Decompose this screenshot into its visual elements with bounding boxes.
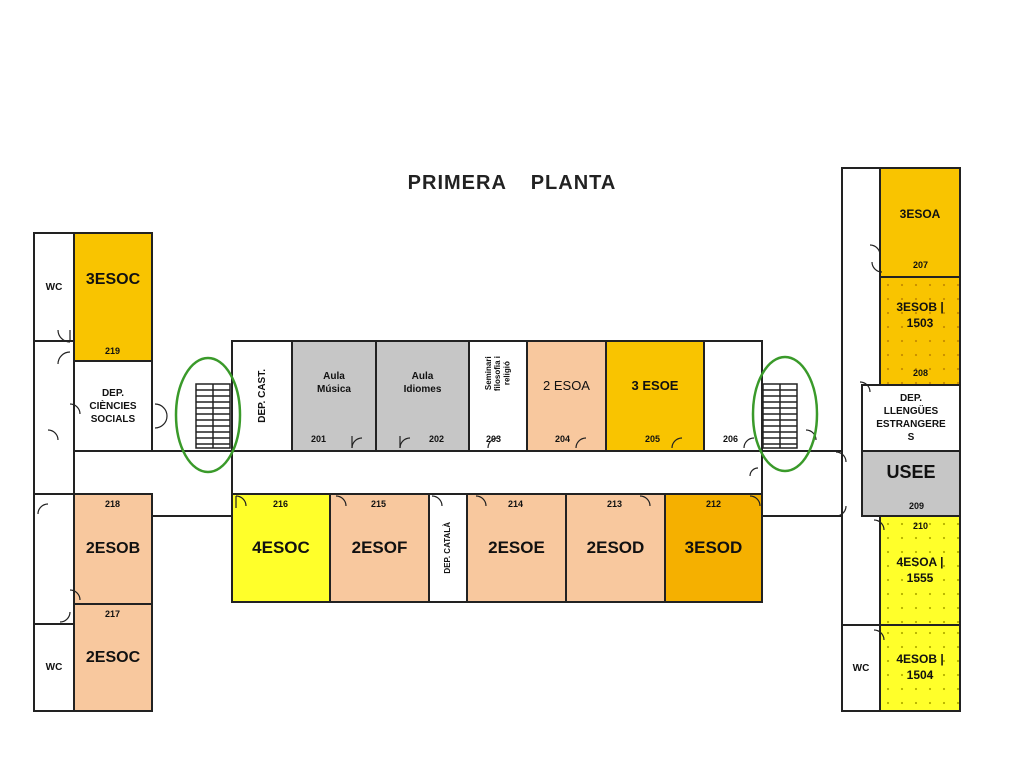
room-203[interactable]: Seminari filosofia i religió 203 [468,340,528,452]
wc-right[interactable]: WC [841,624,881,712]
dep-llengues-label: DEP. LLENGÜES ESTRANGERE S [876,393,946,443]
corridor-wall [761,450,763,495]
dep-cast[interactable]: DEP. CAST. [231,340,293,452]
room-202-label: Aula Idiomes [403,371,442,395]
room-210-label: 4ESOA | 1555 [896,554,944,585]
right-staircase-icon [762,383,798,449]
room-206-number: 206 [723,434,739,444]
room-4esob-label: 4ESOB | 1504 [896,652,944,682]
room-214-label: 2ESOE [488,537,545,557]
corridor-left-lower [33,493,75,625]
room-205-label: 3 ESOE [631,378,679,393]
dep-ciencies-socials[interactable]: DEP. CIÈNCIES SOCIALS [73,360,153,452]
room-208[interactable]: 3ESOB | 1503 208 [879,276,961,386]
connector-wall [761,450,863,452]
room-214-number: 214 [508,499,524,509]
room-201[interactable]: Aula Música 201 [291,340,377,452]
wc-left-bottom-label: WC [45,662,63,673]
room-207[interactable]: 3ESOA 207 [879,167,961,278]
room-219-number: 219 [105,346,121,356]
connector-wall [151,515,233,517]
room-204-number: 204 [555,434,571,444]
left-stairs-highlight [174,356,242,474]
room-208-number: 208 [913,368,929,378]
dep-ciencies-socials-label: DEP. CIÈNCIES SOCIALS [89,387,137,425]
room-218-label: 2ESOB [85,540,141,558]
wc-left-bottom[interactable]: WC [33,623,75,712]
room-212-label: 3ESOD [684,537,743,557]
room-219-label: 3ESOC [85,271,141,288]
room-206[interactable]: 206 [703,340,763,452]
room-212[interactable]: 212 3ESOD [664,493,763,603]
room-204-label: 2 ESOA [543,378,590,393]
room-202[interactable]: Aula Idiomes 202 [375,340,470,452]
room-202-number: 202 [429,434,445,444]
room-216-number: 216 [273,499,289,509]
room-213-label: 2ESOD [586,537,645,557]
wc-right-label: WC [852,662,870,674]
wc-left-top-label: WC [45,281,63,293]
room-215[interactable]: 215 2ESOF [329,493,430,603]
corridor-wall [231,450,233,495]
right-stairs-highlight [751,355,819,473]
room-217[interactable]: 217 2ESOC [73,603,153,712]
room-209-number: 209 [909,501,925,511]
room-210-number: 210 [913,521,929,531]
dep-catala[interactable]: DEP. CATALÀ [428,493,468,603]
room-216[interactable]: 216 4ESOC [231,493,331,603]
room-215-label: 2ESOF [351,537,408,557]
room-201-label: Aula Música [317,371,351,395]
room-218[interactable]: 218 2ESOB [73,493,153,605]
room-212-number: 212 [706,499,722,509]
room-217-label: 2ESOC [85,648,141,666]
room-216-label: 4ESOC [252,537,310,557]
room-219[interactable]: 3ESOC 219 [73,232,153,362]
room-210[interactable]: 210 4ESOA | 1555 [879,515,961,626]
room-218-number: 218 [105,499,121,509]
room-217-number: 217 [105,609,121,619]
room-207-number: 207 [913,260,929,270]
room-4esob[interactable]: 4ESOB | 1504 [879,624,961,712]
page-title: PRIMERA PLANTA [407,172,617,194]
connector-wall [761,515,863,517]
room-201-number: 201 [311,434,327,444]
connector-wall [151,450,233,452]
room-215-number: 215 [371,499,387,509]
room-207-label: 3ESOA [899,207,941,221]
door-icons [37,244,885,641]
room-213-number: 213 [607,499,623,509]
room-208-label: 3ESOB | 1503 [896,300,944,330]
left-staircase-icon [195,383,231,449]
room-205-number: 205 [645,434,661,444]
room-209-label: USEE [886,462,936,482]
corridor-left-wing [33,340,75,495]
room-209[interactable]: USEE 209 [861,450,961,517]
